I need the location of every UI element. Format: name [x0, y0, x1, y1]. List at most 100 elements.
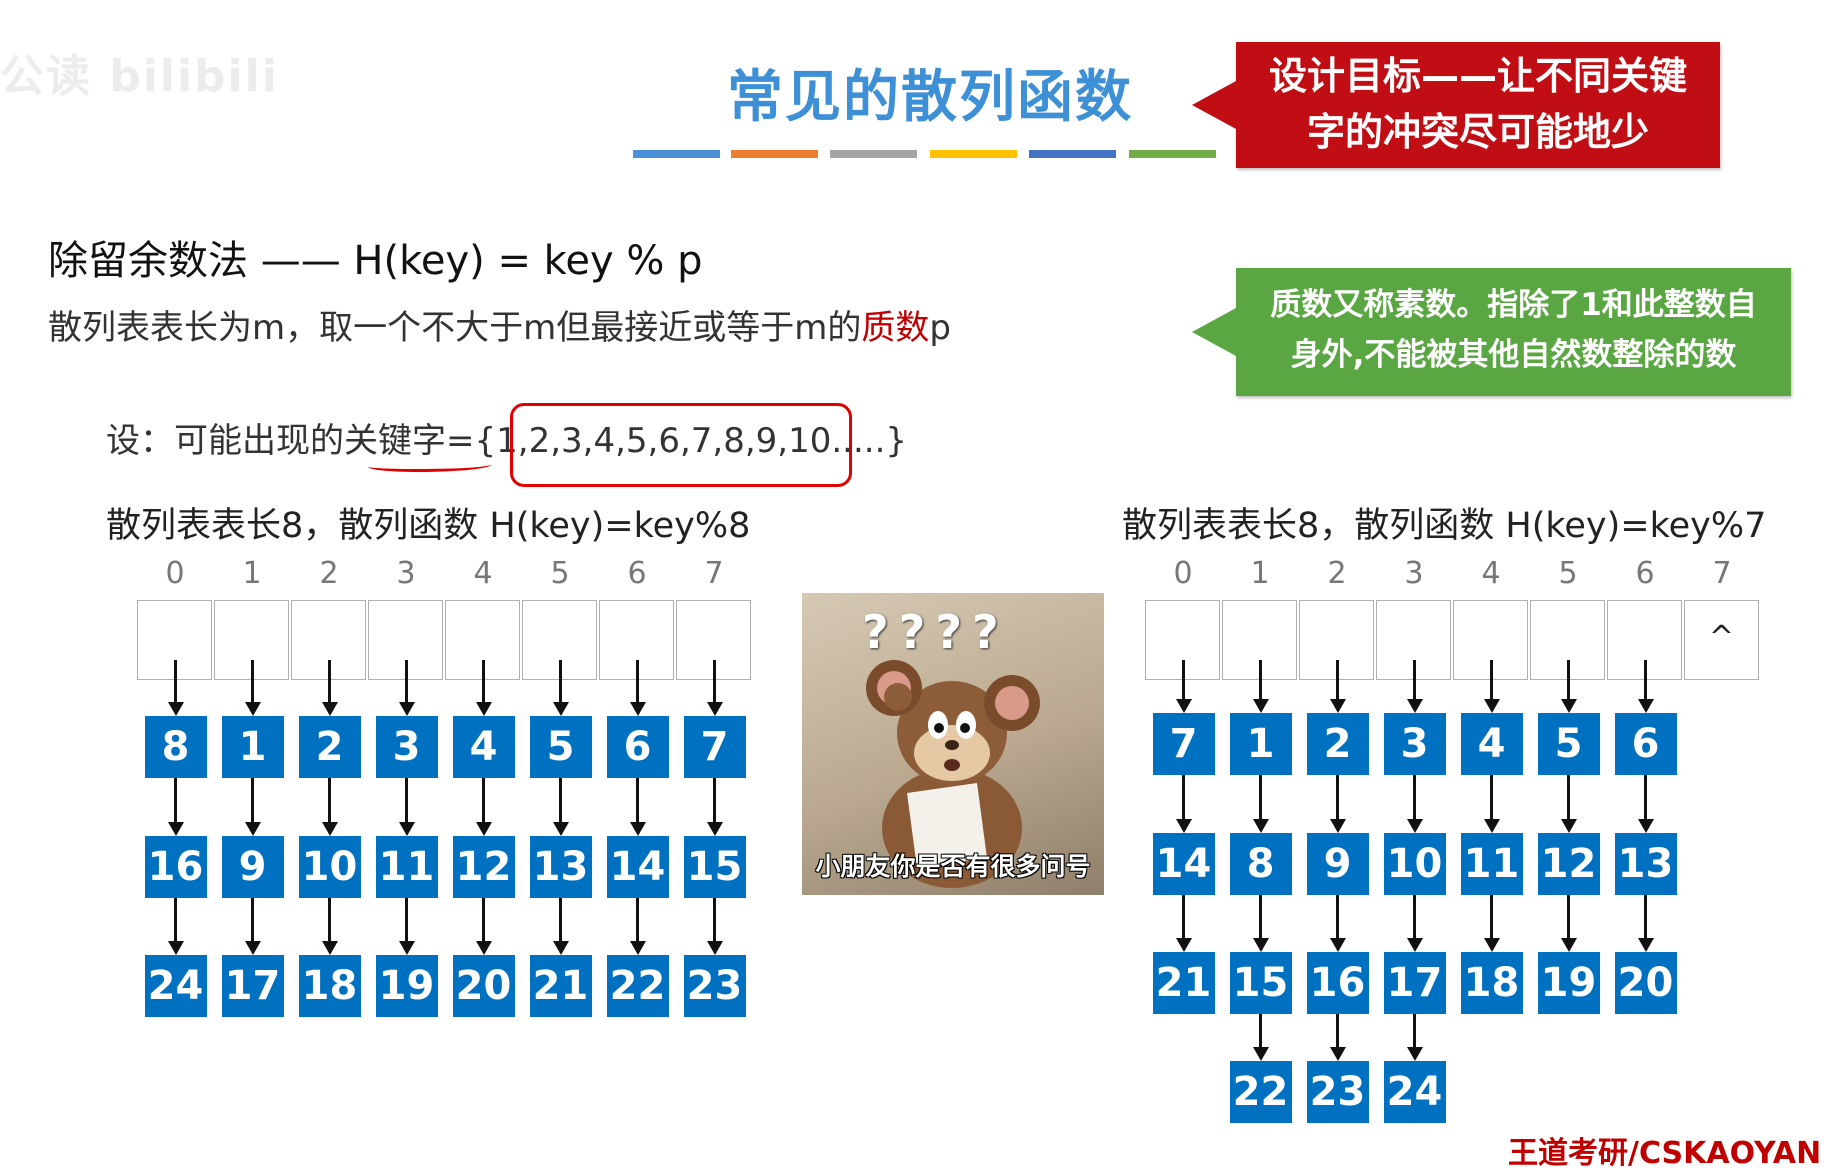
left-slot-index: 3	[396, 556, 416, 591]
right-slot-index: 6	[1635, 556, 1655, 591]
right-chain-node: 23	[1306, 1061, 1369, 1123]
left-chain-arrow-head	[398, 822, 415, 836]
left-chain-node: 5	[529, 716, 592, 778]
right-chain-node: 20	[1614, 952, 1677, 1014]
right-chain-arrow-head	[1252, 938, 1269, 952]
page-title: 常见的散列函数	[727, 65, 1133, 130]
right-chain-arrow	[1413, 1014, 1416, 1047]
right-chain-arrow-head	[1637, 938, 1654, 952]
left-chain-node: 24	[144, 955, 207, 1017]
left-slot-index: 1	[242, 556, 262, 591]
keys-circle-annotation	[510, 403, 852, 487]
left-chain-node: 9	[221, 836, 284, 898]
keys-suffix: .....}	[831, 421, 908, 461]
left-chain-arrow-head	[244, 822, 261, 836]
right-chain-node: 1	[1229, 713, 1292, 775]
left-chain-arrow-head	[706, 702, 723, 716]
left-chain-node: 16	[144, 836, 207, 898]
right-chain-arrow-head	[1252, 819, 1269, 833]
right-chain-arrow-head	[1560, 938, 1577, 952]
meme-image: ???? 小朋友你是否有很多问号	[802, 593, 1104, 895]
left-chain-arrow	[713, 898, 716, 941]
title-color-bar	[930, 150, 1017, 158]
left-chain-arrow	[482, 898, 485, 941]
right-chain-node: 2	[1306, 713, 1369, 775]
right-chain-node: 15	[1229, 952, 1292, 1014]
right-slot-index: 3	[1404, 556, 1424, 591]
left-chain-node: 8	[144, 716, 207, 778]
right-chain-arrow	[1413, 895, 1416, 938]
mouse-illustration	[866, 660, 1040, 888]
right-chain-arrow	[1336, 775, 1339, 819]
right-chain-arrow	[1490, 775, 1493, 819]
left-chain-node: 4	[452, 716, 515, 778]
right-chain-arrow	[1182, 660, 1185, 699]
design-goal-line-2: 字的冲突尽可能地少	[1306, 110, 1649, 154]
right-table-slot	[1684, 600, 1759, 680]
prime-definition-callout: 质数又称素数。指除了1和此整数自 身外,不能被其他自然数整除的数	[1236, 268, 1791, 396]
right-chain-arrow-head	[1329, 938, 1346, 952]
description-text: 散列表表长为m，取一个不大于m但最接近或等于m的	[48, 308, 862, 348]
left-slot-index: 5	[550, 556, 570, 591]
left-chain-arrow	[174, 660, 177, 702]
bilibili-watermark: 公读 bilibili	[0, 51, 279, 102]
left-chain-node: 14	[606, 836, 669, 898]
right-chain-arrow-head	[1560, 699, 1577, 713]
left-chain-arrow-head	[706, 941, 723, 955]
design-goal-callout: 设计目标——让不同关键 字的冲突尽可能地少	[1236, 42, 1720, 168]
right-chain-node: 17	[1383, 952, 1446, 1014]
right-chain-node: 4	[1460, 713, 1523, 775]
right-chain-arrow-head	[1406, 1047, 1423, 1061]
left-chain-arrow-head	[398, 702, 415, 716]
left-chain-arrow-head	[629, 822, 646, 836]
left-chain-node: 23	[683, 955, 746, 1017]
left-table-label: 散列表表长8，散列函数 H(key)=key%8	[106, 506, 751, 546]
right-table-label: 散列表表长8，散列函数 H(key)=key%7	[1122, 506, 1767, 546]
right-chain-arrow	[1490, 895, 1493, 938]
right-chain-node: 18	[1460, 952, 1523, 1014]
left-chain-arrow	[405, 898, 408, 941]
right-chain-arrow-head	[1637, 819, 1654, 833]
left-chain-arrow	[482, 778, 485, 822]
left-chain-arrow-head	[398, 941, 415, 955]
left-chain-node: 7	[683, 716, 746, 778]
left-chain-arrow	[251, 778, 254, 822]
left-chain-arrow	[328, 778, 331, 822]
right-chain-node: 9	[1306, 833, 1369, 895]
title-color-bar	[633, 150, 720, 158]
right-slot-index: 2	[1327, 556, 1347, 591]
design-goal-line-1: 设计目标——让不同关键	[1268, 54, 1687, 98]
left-chain-node: 22	[606, 955, 669, 1017]
right-chain-arrow	[1567, 775, 1570, 819]
right-chain-node: 3	[1383, 713, 1446, 775]
prime-definition-line-2: 身外,不能被其他自然数整除的数	[1290, 337, 1737, 373]
title-color-bar	[731, 150, 818, 158]
right-chain-node: 19	[1537, 952, 1600, 1014]
right-chain-arrow	[1336, 660, 1339, 699]
title-color-bar	[830, 150, 917, 158]
right-chain-node: 8	[1229, 833, 1292, 895]
right-chain-arrow	[1413, 660, 1416, 699]
right-chain-node: 24	[1383, 1061, 1446, 1123]
left-chain-node: 19	[375, 955, 438, 1017]
left-chain-node: 13	[529, 836, 592, 898]
right-chain-arrow	[1182, 775, 1185, 819]
left-chain-arrow	[174, 778, 177, 822]
keys-prefix: 设：可能出现的关键字=	[106, 421, 475, 461]
right-slot-index: 1	[1250, 556, 1270, 591]
meme-caption: 小朋友你是否有很多问号	[815, 852, 1091, 881]
right-chain-node: 12	[1537, 833, 1600, 895]
right-chain-arrow	[1182, 895, 1185, 938]
keys-highlighted: {1,2,3,4,5,6,7,8,9,10	[474, 421, 832, 461]
left-chain-node: 11	[375, 836, 438, 898]
left-chain-arrow	[559, 778, 562, 822]
left-chain-arrow	[713, 660, 716, 702]
left-chain-arrow	[251, 660, 254, 702]
left-chain-arrow	[636, 898, 639, 941]
title-color-bar	[1029, 150, 1116, 158]
left-chain-arrow-head	[321, 941, 338, 955]
right-chain-node: 6	[1614, 713, 1677, 775]
prime-definition-line-1: 质数又称素数。指除了1和此整数自	[1270, 287, 1757, 323]
left-chain-arrow-head	[552, 822, 569, 836]
left-chain-arrow-head	[629, 702, 646, 716]
